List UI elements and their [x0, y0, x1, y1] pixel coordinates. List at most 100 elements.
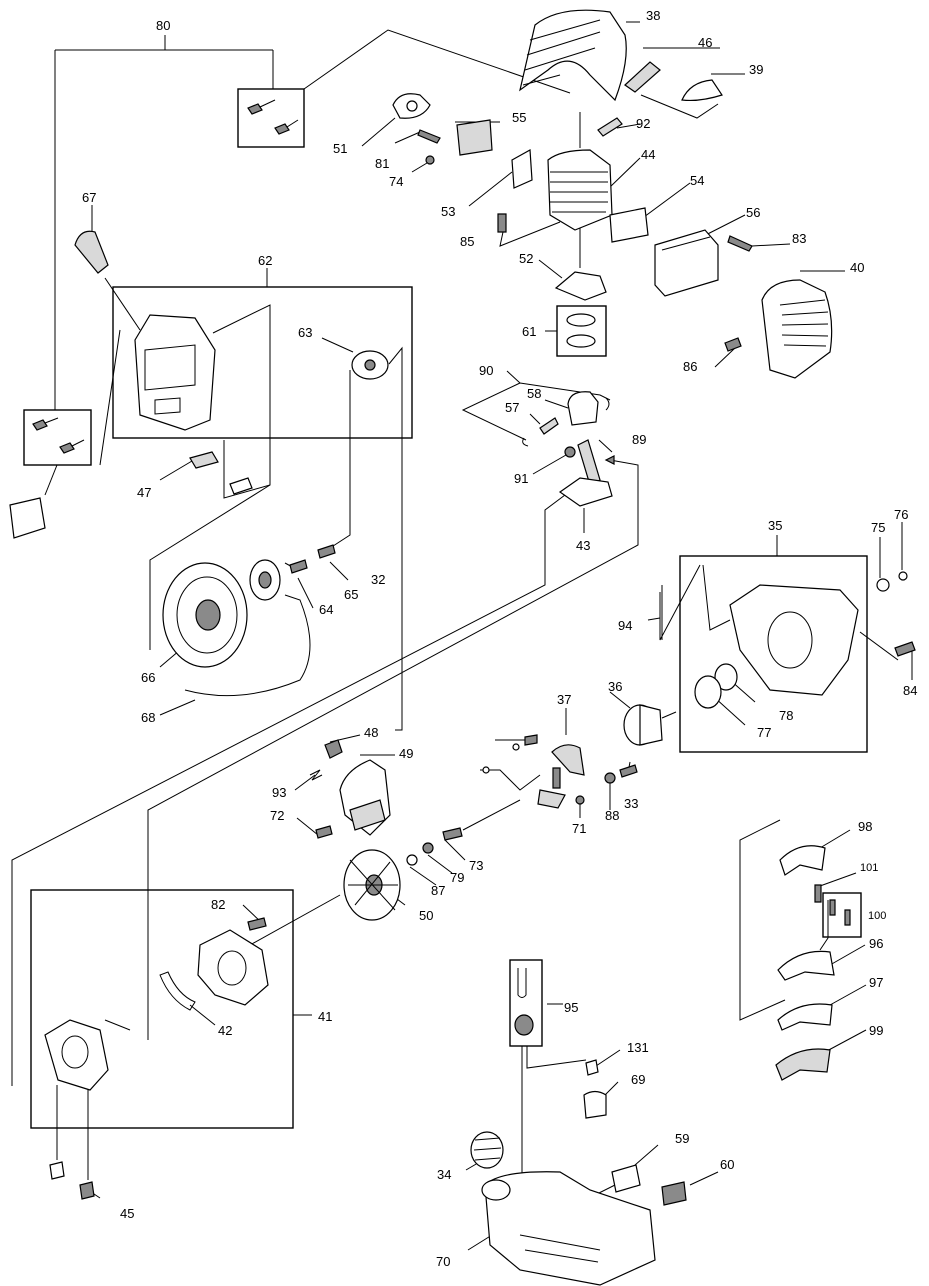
bearing-78-part	[714, 663, 738, 691]
bolt-101-part	[814, 884, 822, 903]
filter-pad-part	[9, 497, 46, 539]
clamp-99-part	[775, 1048, 831, 1081]
callout-69: 69	[631, 1072, 645, 1087]
callout-94: 94	[618, 618, 632, 633]
callout-46: 46	[698, 35, 712, 50]
crankcase-half-left	[44, 1019, 109, 1091]
callout-52: 52	[519, 251, 533, 266]
ring-77-part	[694, 675, 722, 709]
callout-42: 42	[218, 1023, 232, 1038]
screw-set-box-80-left	[23, 409, 92, 466]
callout-64: 64	[319, 602, 333, 617]
flywheel-part	[343, 849, 401, 921]
callout-32: 32	[371, 572, 385, 587]
muffler-cover-part	[761, 279, 833, 379]
callout-53: 53	[441, 204, 455, 219]
bolt-83-part	[727, 235, 753, 252]
piston-pin-part	[539, 417, 559, 435]
washer-88-part	[604, 772, 616, 784]
screws-left-box	[32, 417, 85, 454]
callout-45: 45	[120, 1206, 134, 1221]
ratchet-part	[351, 350, 389, 380]
callout-39: 39	[749, 62, 763, 77]
callout-100: 100	[868, 910, 886, 922]
seal-45a-part	[49, 1161, 65, 1180]
fuel-pipe-95-part	[517, 968, 527, 998]
callout-60: 60	[720, 1157, 734, 1172]
pulley-part	[249, 559, 281, 601]
callout-77: 77	[757, 725, 771, 740]
callout-88: 88	[605, 808, 619, 823]
clamp-96-part	[777, 950, 835, 981]
callout-90: 90	[479, 363, 493, 378]
gasket-59-part	[611, 1164, 641, 1193]
crankcase-box-41	[30, 889, 294, 1129]
starter-housing-part	[134, 314, 216, 431]
pawl-47b-part	[229, 477, 253, 495]
callout-71: 71	[572, 821, 586, 836]
callout-labels: 80 38 46 39 55 92 51 81 74 44 53 54 85 5…	[82, 8, 917, 1269]
callout-92: 92	[636, 116, 650, 131]
clamp-98-part	[779, 845, 826, 876]
callout-80: 80	[156, 18, 170, 33]
callout-83: 83	[792, 231, 806, 246]
clutch-case-part	[729, 584, 859, 696]
fuel-tank-part	[481, 1171, 656, 1286]
part-69	[583, 1090, 607, 1119]
fuel-cap-part	[470, 1131, 504, 1169]
callout-72: 72	[270, 808, 284, 823]
bolt-33-part	[619, 764, 638, 778]
callout-95: 95	[564, 1000, 578, 1015]
callout-76: 76	[894, 507, 908, 522]
gasket-hole	[406, 100, 418, 112]
callout-47: 47	[137, 485, 151, 500]
clutch-shoe-part	[551, 744, 585, 776]
plug-cap-48-part	[324, 739, 343, 759]
callout-48: 48	[364, 725, 378, 740]
bolt-85-part	[497, 213, 507, 233]
callout-67: 67	[82, 190, 96, 205]
screw-set-box-100	[822, 892, 862, 938]
callout-81: 81	[375, 156, 389, 171]
shim-42-part	[159, 971, 196, 1011]
callout-33: 33	[624, 796, 638, 811]
callout-57: 57	[505, 400, 519, 415]
callout-74: 74	[389, 174, 403, 189]
bolt-72-part	[315, 825, 333, 839]
leader-lines	[11, 21, 913, 1251]
bolt-100a-part	[829, 899, 836, 916]
piston-part	[567, 391, 599, 426]
piston-ring-lower	[566, 334, 596, 348]
bolt-84-part	[894, 641, 916, 657]
screw-32-part	[317, 544, 336, 559]
bolt-100b-part	[844, 909, 851, 926]
callout-87: 87	[431, 883, 445, 898]
seal-45b-part	[79, 1181, 95, 1200]
cylinder-gasket-part	[554, 271, 607, 301]
bolt-82-part	[247, 917, 267, 931]
fuel-filter-part	[514, 1014, 534, 1036]
screw-set-box-80-top	[237, 88, 305, 148]
circlip-right	[605, 397, 610, 411]
callout-59: 59	[675, 1131, 689, 1146]
callout-82: 82	[211, 897, 225, 912]
callout-36: 36	[608, 679, 622, 694]
callout-43: 43	[576, 538, 590, 553]
spring-93-part	[309, 769, 323, 781]
callout-49: 49	[399, 746, 413, 761]
callout-79: 79	[450, 870, 464, 885]
callout-58: 58	[527, 386, 541, 401]
pawl-47-part	[189, 451, 219, 469]
callout-62: 62	[258, 253, 272, 268]
callout-91: 91	[514, 471, 528, 486]
callout-51: 51	[333, 141, 347, 156]
part-131	[585, 1059, 599, 1076]
callout-63: 63	[298, 325, 312, 340]
circlip-left	[522, 437, 529, 447]
nut-74-part	[425, 155, 435, 165]
crankcase-half-right	[197, 929, 269, 1006]
small-cap-part	[681, 79, 723, 102]
insulator-block-part	[456, 119, 493, 156]
bolt-73-part	[442, 827, 463, 841]
callout-41: 41	[318, 1009, 332, 1024]
